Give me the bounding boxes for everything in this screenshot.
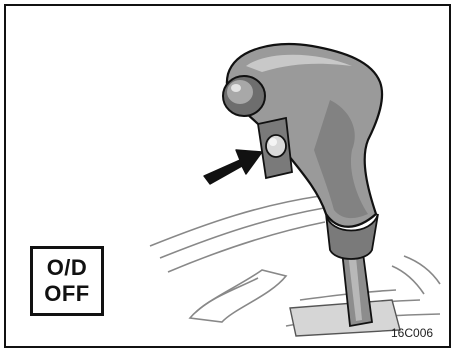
od-off-indicator: O/D OFF [30,246,104,316]
indicator-line-1: O/D [47,256,88,280]
overdrive-button-icon [258,118,292,178]
console-outline [150,196,440,326]
figure-code: 16C006 [391,326,433,340]
shift-gate [290,300,400,336]
knob-release-button [223,76,265,116]
pointer-arrow-icon [204,150,262,184]
indicator-line-2: OFF [44,282,90,306]
